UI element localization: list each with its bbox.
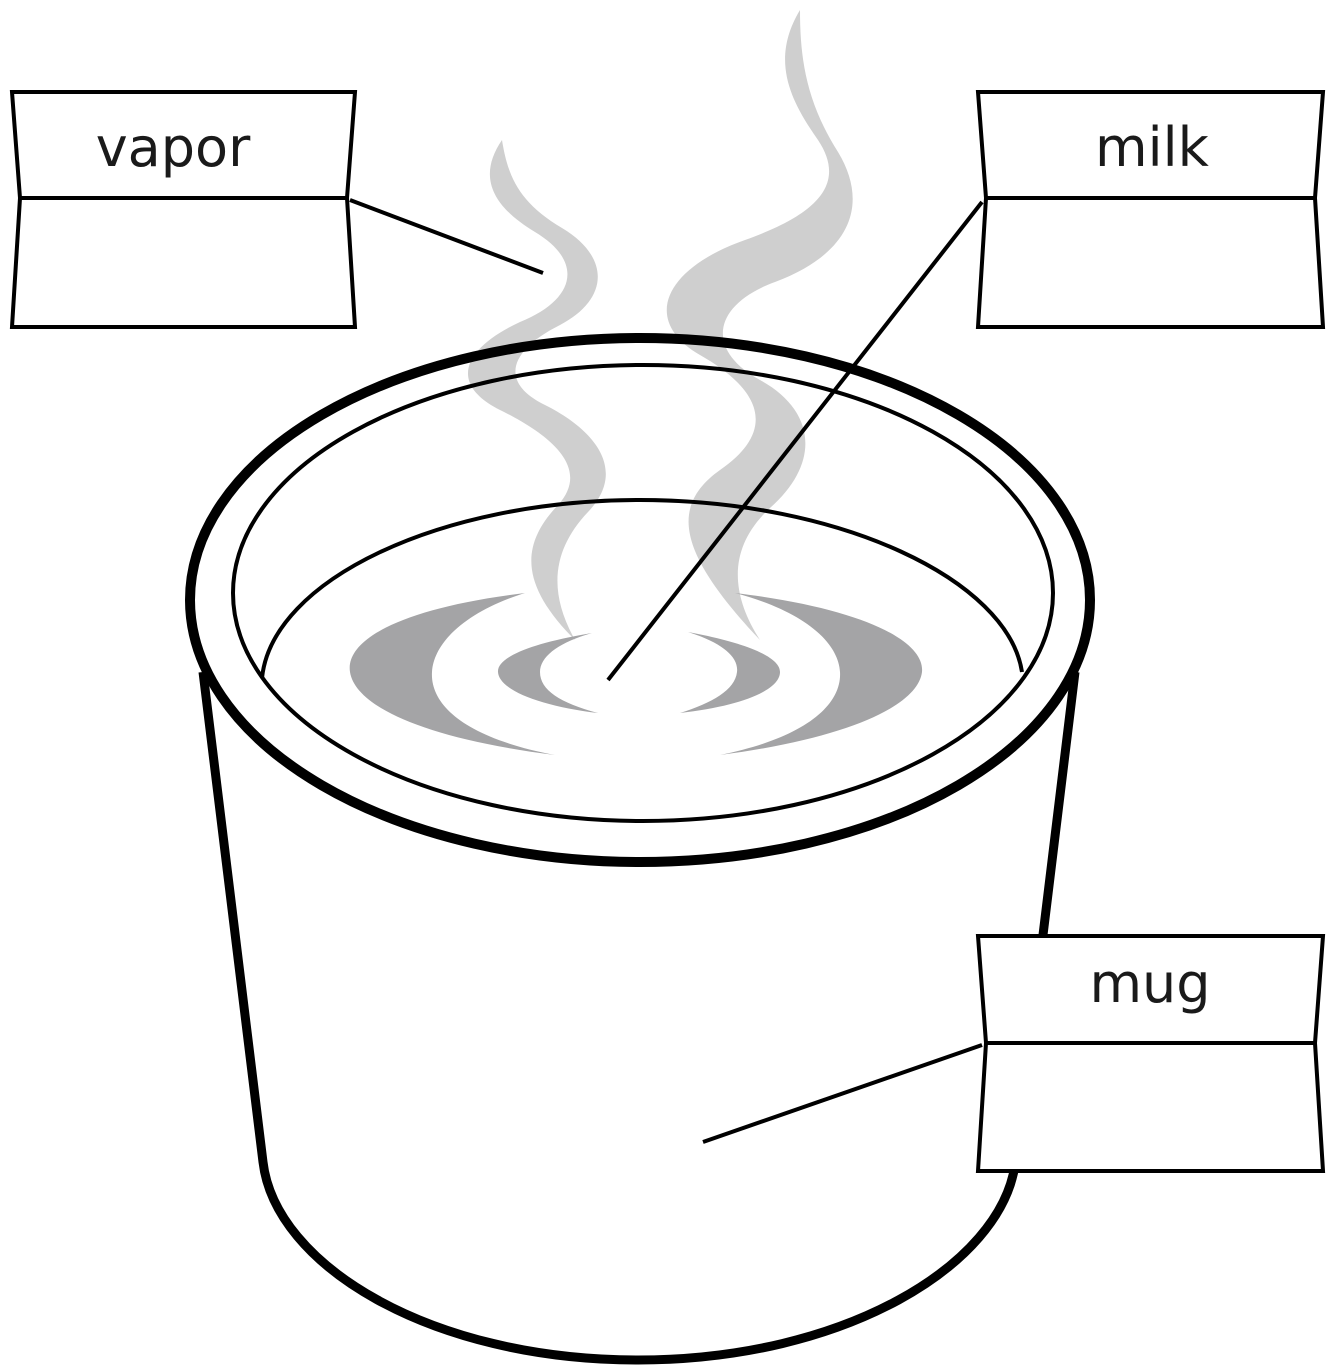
milk-label-box: milk bbox=[978, 92, 1323, 327]
vapor-wisp-right bbox=[667, 10, 853, 640]
mug bbox=[203, 672, 1075, 1360]
mug-body bbox=[203, 672, 1075, 1360]
vapor-label-box: vapor bbox=[12, 92, 355, 327]
mug-label: mug bbox=[1089, 952, 1210, 1015]
vapor-wisp-left bbox=[468, 140, 606, 640]
vapor-label: vapor bbox=[96, 116, 251, 179]
vapor-steam bbox=[468, 10, 853, 640]
milk-label: milk bbox=[1095, 116, 1210, 179]
mug-label-box: mug bbox=[978, 936, 1323, 1171]
